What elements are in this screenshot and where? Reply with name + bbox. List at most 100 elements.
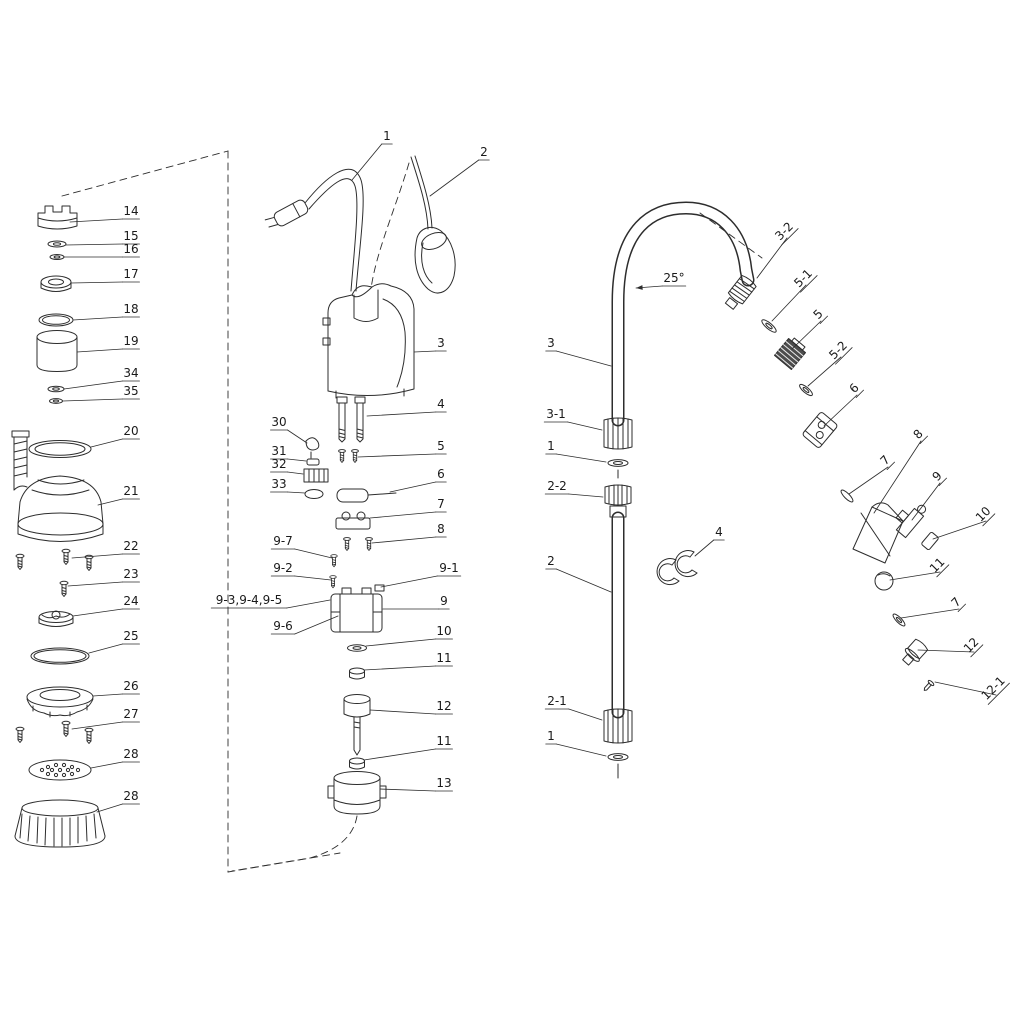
part-cord-clip <box>305 437 320 459</box>
part-washer <box>47 240 67 248</box>
svg-text:2-2: 2-2 <box>547 479 567 493</box>
part-volute-housing <box>11 430 104 542</box>
part-screws <box>15 548 94 571</box>
svg-text:5: 5 <box>437 439 445 453</box>
part-label-9-1: 9-1 <box>380 561 462 588</box>
part-label-9-6: 9-6 <box>270 615 339 635</box>
part-label-7: 7 <box>900 595 966 619</box>
part-label-9: 9 <box>911 469 947 521</box>
part-bolts <box>336 396 366 443</box>
part-label-25: 25 <box>88 629 140 654</box>
part-label-9-2: 9-2 <box>270 561 332 581</box>
svg-text:32: 32 <box>271 457 286 471</box>
part-washer <box>347 644 367 652</box>
motor-assembly-drawing <box>231 155 456 872</box>
part-bearing <box>349 757 365 770</box>
svg-text:4: 4 <box>715 525 723 539</box>
part-label-2: 2 <box>545 554 612 593</box>
part-label-1: 1 <box>545 729 607 757</box>
part-label-25: 25° <box>635 271 687 290</box>
part-label-7: 7 <box>369 497 447 519</box>
part-label-24: 24 <box>72 594 140 617</box>
part-label-5: 5 <box>357 439 447 458</box>
part-label-4: 4 <box>366 397 447 417</box>
part-diffuser-plate <box>26 686 94 718</box>
part-washer <box>761 319 777 333</box>
part-label-28: 28 <box>96 789 140 813</box>
part-threaded-adapter <box>774 337 806 370</box>
svg-text:23: 23 <box>123 567 138 581</box>
svg-text:4: 4 <box>437 397 445 411</box>
svg-text:31: 31 <box>271 444 286 458</box>
svg-text:8: 8 <box>911 427 926 442</box>
svg-text:2-1: 2-1 <box>547 694 567 708</box>
svg-text:1: 1 <box>383 129 391 143</box>
part-label-22: 22 <box>71 539 140 559</box>
part-cup <box>36 330 78 372</box>
svg-text:1: 1 <box>547 439 555 453</box>
part-label-3: 3 <box>413 336 447 353</box>
part-label-27: 27 <box>71 707 140 730</box>
svg-text:3-2: 3-2 <box>772 219 796 243</box>
svg-text:14: 14 <box>123 204 138 218</box>
part-capacitor <box>336 488 397 503</box>
svg-text:12-1: 12-1 <box>979 674 1008 703</box>
part-label-13: 13 <box>379 776 453 792</box>
part-o-ring <box>38 313 74 327</box>
part-label-28: 28 <box>90 747 140 769</box>
svg-text:12: 12 <box>436 699 451 713</box>
svg-text:7: 7 <box>878 453 893 468</box>
part-bracket <box>335 511 371 530</box>
part-label-2-1: 2-1 <box>544 694 603 721</box>
svg-text:7: 7 <box>949 595 964 610</box>
svg-text:15: 15 <box>123 229 138 243</box>
svg-text:33: 33 <box>271 477 286 491</box>
part-pin <box>374 584 385 592</box>
part-label-12: 12 <box>369 699 453 715</box>
pump-lower-assembly-drawing <box>11 150 341 873</box>
svg-text:22: 22 <box>123 539 138 553</box>
part-nozzle-nut <box>902 638 929 666</box>
part-label-2-2: 2-2 <box>544 479 604 498</box>
svg-text:11: 11 <box>436 651 451 665</box>
svg-text:6: 6 <box>437 467 445 481</box>
part-label-33: 33 <box>270 477 306 494</box>
angle-reference-line <box>699 212 763 259</box>
svg-text:5-2: 5-2 <box>826 338 850 362</box>
part-threaded-connector <box>724 274 757 310</box>
part-label-9: 9 <box>382 594 450 610</box>
part-suction-plate <box>28 759 92 781</box>
part-label-3-1: 3-1 <box>543 407 603 431</box>
svg-text:9-7: 9-7 <box>273 534 293 548</box>
svg-text:34: 34 <box>123 366 138 380</box>
part-label-18: 18 <box>72 302 140 321</box>
part-label-21: 21 <box>97 484 140 506</box>
part-seal-ring <box>40 275 72 292</box>
svg-text:6: 6 <box>847 381 862 396</box>
svg-text:28: 28 <box>123 789 138 803</box>
svg-text:3: 3 <box>437 336 445 350</box>
part-labels-layer: 1415161718193435202122232425262728281234… <box>62 129 1010 813</box>
svg-text:9-1: 9-1 <box>439 561 459 575</box>
svg-text:10: 10 <box>973 504 994 525</box>
svg-text:5-1: 5-1 <box>791 266 815 290</box>
part-label-19: 19 <box>76 334 140 353</box>
svg-text:7: 7 <box>437 497 445 511</box>
part-label-8: 8 <box>873 427 928 514</box>
part-label-6: 6 <box>389 467 447 493</box>
part-washer <box>607 459 629 479</box>
part-connector <box>604 484 632 518</box>
part-label-15: 15 <box>65 229 140 246</box>
svg-text:21: 21 <box>123 484 138 498</box>
part-label-1: 1 <box>351 129 393 181</box>
svg-text:17: 17 <box>123 267 138 281</box>
part-label-17: 17 <box>70 267 140 284</box>
part-label-12-1: 12-1 <box>934 674 1010 705</box>
part-screws <box>343 537 373 551</box>
part-power-cord-plug <box>264 168 364 292</box>
svg-text:26: 26 <box>123 679 138 693</box>
svg-text:28: 28 <box>123 747 138 761</box>
svg-text:8: 8 <box>437 522 445 536</box>
